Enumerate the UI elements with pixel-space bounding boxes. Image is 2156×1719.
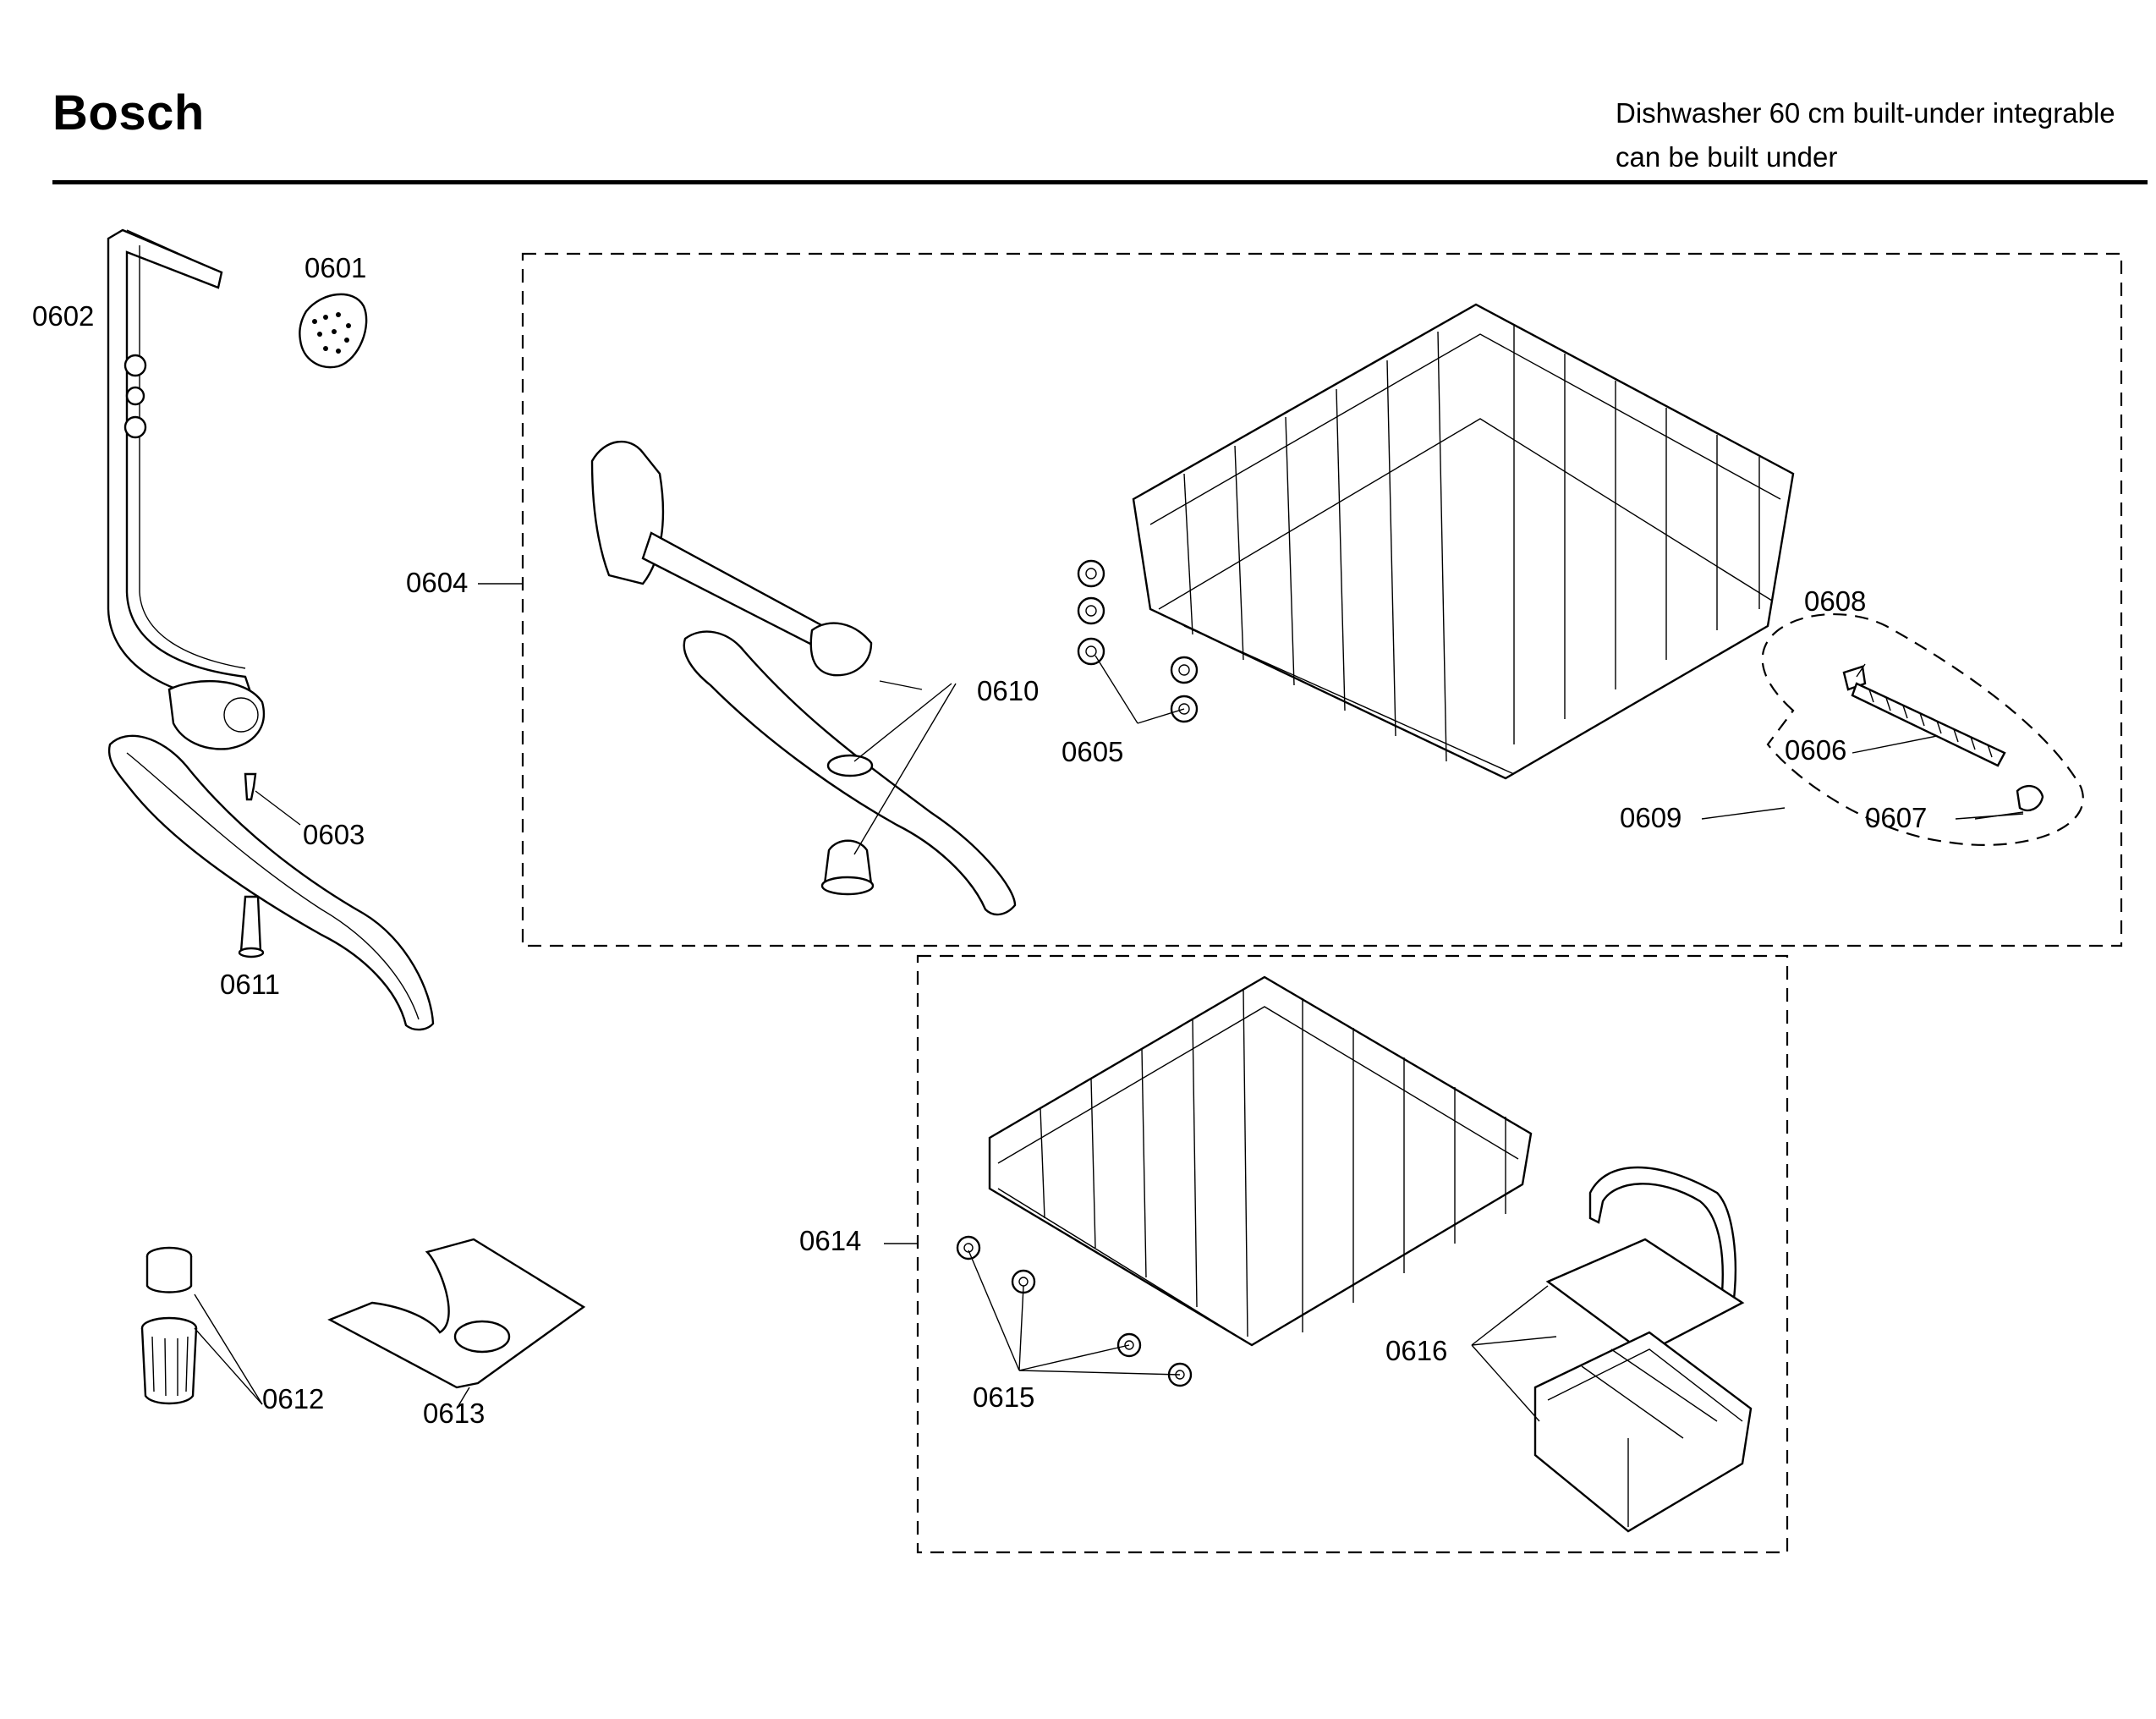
label-0601: 0601 — [304, 252, 366, 283]
part-0603-screw — [244, 772, 257, 801]
label-0602: 0602 — [32, 300, 94, 332]
leader-lines — [194, 583, 2024, 1422]
part-0616-cutlery-basket — [1533, 1166, 1753, 1533]
label-0608: 0608 — [1804, 585, 1866, 617]
part-0612-filter — [140, 1246, 198, 1405]
part-0602-supply-pipe — [107, 228, 265, 750]
diagram-subtitle: Dishwasher 60 cm built-under integrable … — [1616, 91, 2115, 179]
label-0611: 0611 — [220, 969, 280, 1000]
lower-basket-rack — [988, 975, 1533, 1347]
label-0613: 0613 — [423, 1398, 485, 1429]
part-0607-end-cap — [2016, 784, 2044, 812]
label-0615: 0615 — [973, 1381, 1034, 1413]
part-0615-lower-rack-wheels — [956, 1235, 1193, 1387]
upper-group-box — [521, 252, 2123, 947]
label-0612: 0612 — [262, 1383, 324, 1414]
brand-title: Bosch — [52, 85, 205, 140]
label-0604: 0604 — [406, 567, 468, 598]
label-0603: 0603 — [303, 819, 365, 850]
label-0606: 0606 — [1785, 734, 1846, 766]
label-0616: 0616 — [1385, 1335, 1447, 1366]
part-0609-outline — [1761, 612, 2084, 846]
part-0601-filter-cap — [299, 293, 368, 369]
part-0613-filter-plate — [327, 1238, 586, 1389]
label-0605: 0605 — [1062, 736, 1123, 767]
header-rule — [52, 180, 2148, 184]
part-0606-rack-rail — [1851, 682, 2006, 767]
part-0611-lower-spray-arm — [107, 734, 435, 1031]
label-0609: 0609 — [1620, 802, 1681, 833]
lower-group-box — [916, 954, 1789, 1554]
part-0604-upper-spray-assembly — [590, 440, 1017, 916]
label-0610: 0610 — [977, 675, 1039, 706]
upper-basket-rack — [1132, 303, 1795, 780]
subtitle-line-1: Dishwasher 60 cm built-under integrable — [1616, 97, 2115, 129]
label-0607: 0607 — [1865, 802, 1927, 833]
subtitle-line-2: can be built under — [1616, 141, 1838, 173]
label-0614: 0614 — [799, 1225, 861, 1256]
part-0605-rack-wheels — [1077, 559, 1199, 723]
